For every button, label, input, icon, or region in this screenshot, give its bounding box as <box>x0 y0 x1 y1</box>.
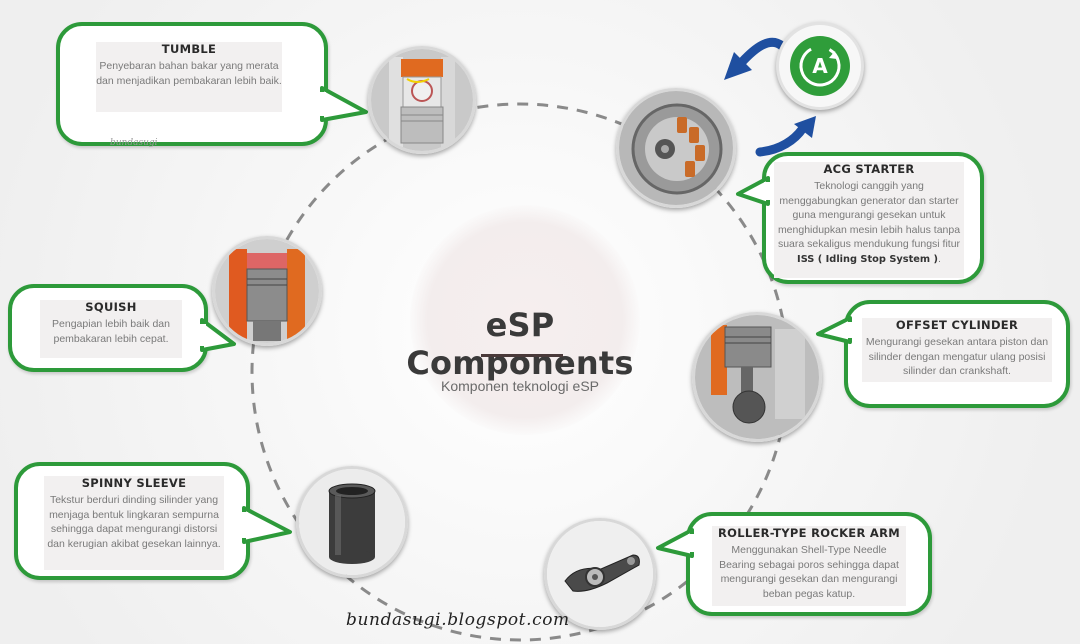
callout-title: OFFSET CYLINDER <box>895 318 1019 332</box>
callout-title: SQUISH <box>85 300 137 314</box>
idling-stop-icon: A <box>776 22 864 110</box>
cycle-arrow-bottom <box>755 116 816 157</box>
cycle-arrow-top <box>724 37 787 80</box>
page-title: eSP Components <box>406 306 634 382</box>
title-underline <box>481 354 563 357</box>
iss-highlight: ISS ( Idling Stop System ) <box>797 253 939 265</box>
callout-text: Tekstur berduri dinding silinder yang me… <box>47 494 221 550</box>
callout-acg-starter: ACG STARTER Teknologi canggih yang mengg… <box>762 152 984 284</box>
callout-text: Teknologi canggih yang menggabungkan gen… <box>777 180 961 265</box>
offset-cylinder-component-image <box>692 312 822 442</box>
callout-squish: SQUISH Pengapian lebih baik dan pembakar… <box>8 284 208 372</box>
auto-stop-letter: A <box>812 54 828 78</box>
callout-title: ACG STARTER <box>823 162 915 176</box>
rocker-arm-component-image <box>544 518 656 630</box>
callout-text: Menggunakan Shell-Type Needle Bearing se… <box>719 544 899 600</box>
callout-title: ROLLER-TYPE ROCKER ARM <box>717 526 901 540</box>
callout-rocker-arm: ROLLER-TYPE ROCKER ARM Menggunakan Shell… <box>686 512 932 616</box>
squish-component-image <box>212 236 322 346</box>
spinny-sleeve-component-image <box>296 466 408 578</box>
callout-signature: bundasugi <box>110 138 158 148</box>
blog-watermark: bundasugi.blogspot.com <box>346 610 570 630</box>
acg-starter-component-image <box>616 88 736 208</box>
center-backdrop <box>410 205 640 435</box>
tumble-component-image <box>368 46 476 154</box>
callout-text: Penyebaran bahan bakar yang merata dan m… <box>96 60 282 87</box>
callout-title: TUMBLE <box>161 42 217 56</box>
page-subtitle: Komponen teknologi eSP <box>441 378 599 394</box>
callout-spinny-sleeve: SPINNY SLEEVE Tekstur berduri dinding si… <box>14 462 250 580</box>
callout-text: Pengapian lebih baik dan pembakaran lebi… <box>52 318 170 345</box>
callout-tumble: TUMBLE Penyebaran bahan bakar yang merat… <box>56 22 328 148</box>
callout-offset-cylinder: OFFSET CYLINDER Mengurangi gesekan antar… <box>844 300 1070 408</box>
callout-title: SPINNY SLEEVE <box>81 476 187 490</box>
callout-text: Mengurangi gesekan antara piston dan sil… <box>865 336 1049 377</box>
